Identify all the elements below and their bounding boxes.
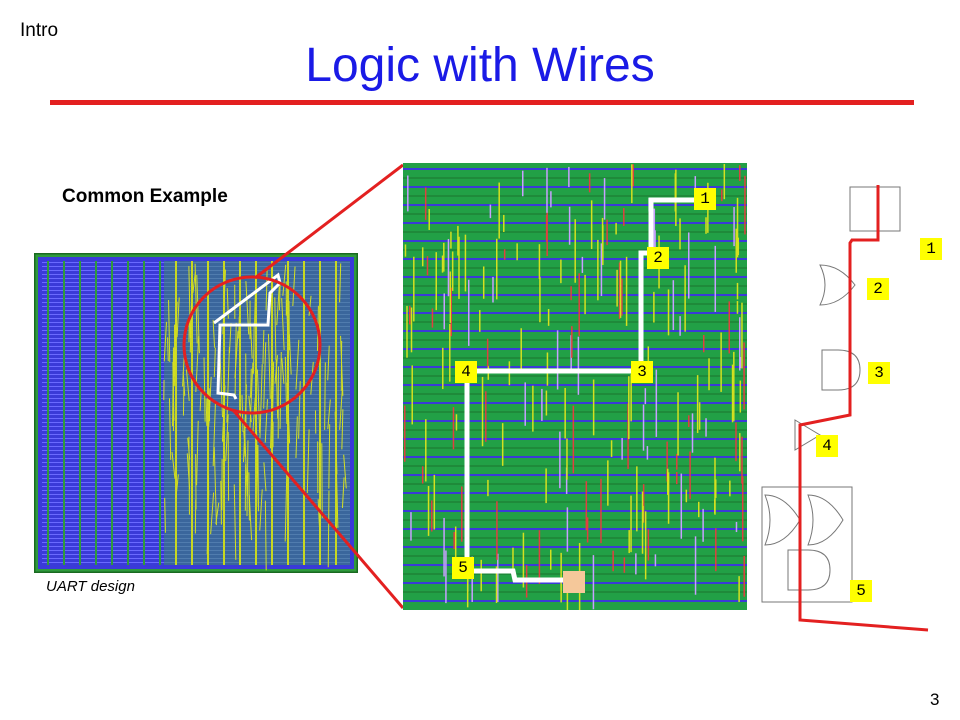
figure-caption: UART design <box>46 578 135 595</box>
zoomed-layout <box>403 163 747 610</box>
schematic-label-1: 1 <box>920 238 942 260</box>
schematic-label-2: 2 <box>867 278 889 300</box>
slide-title: Logic with Wires <box>305 39 655 92</box>
zoom-label-4: 4 <box>455 361 477 383</box>
page-number: 3 <box>930 690 940 709</box>
zoom-label-5: 5 <box>452 557 474 579</box>
title-underline <box>50 100 914 105</box>
section-label: Intro <box>20 20 59 41</box>
uart-chip-layout <box>34 253 358 573</box>
zoom-label-2: 2 <box>647 247 669 269</box>
schematic-label-3: 3 <box>868 362 890 384</box>
subtitle: Common Example <box>62 186 228 207</box>
zoom-label-3: 3 <box>631 361 653 383</box>
schematic-label-5: 5 <box>850 580 872 602</box>
gate-schematic <box>761 185 929 632</box>
zoom-label-1: 1 <box>694 188 716 210</box>
schematic-label-4: 4 <box>816 435 838 457</box>
